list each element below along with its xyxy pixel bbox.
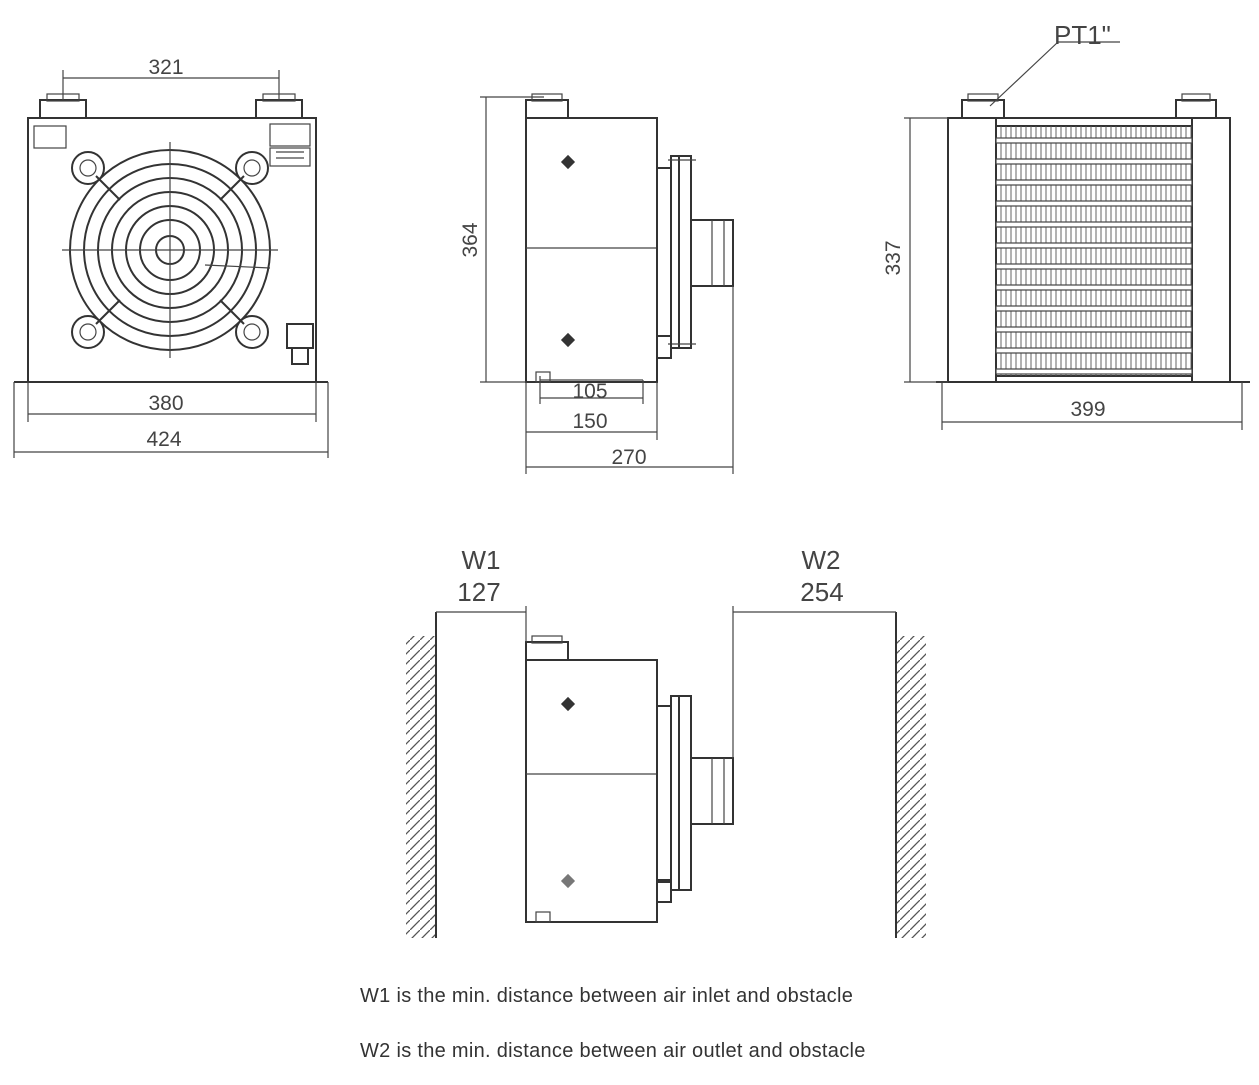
clearance-motor-flange <box>656 695 692 891</box>
clearance-view: W1 127 W2 254 <box>406 545 926 938</box>
fan-mount-bottom-right <box>235 315 269 349</box>
dim-rear-height-label: 337 <box>882 240 905 275</box>
fan-mount-top-left <box>71 151 105 185</box>
side-body <box>525 117 658 383</box>
w2-label: W2 <box>802 545 841 575</box>
w2-dimension: W2 254 <box>732 545 896 758</box>
side-view: 364 105 150 270 <box>459 93 734 474</box>
rear-port-right <box>1175 93 1217 119</box>
wall-left <box>406 636 436 938</box>
w1-value: 127 <box>457 577 500 607</box>
note-w2: W2 is the min. distance between air outl… <box>360 1040 866 1062</box>
dim-rear-width-label: 399 <box>1070 398 1105 421</box>
dim-side-b-label: 150 <box>572 410 607 433</box>
dim-body-width: 380 <box>27 382 317 422</box>
clearance-motor <box>690 757 734 825</box>
note-w1: W1 is the min. distance between air inle… <box>360 985 853 1007</box>
dim-rear-height: 337 <box>882 117 948 383</box>
w1-label: W1 <box>462 545 501 575</box>
port-label: PT1" <box>1054 20 1111 50</box>
front-warning-label <box>269 123 311 167</box>
dim-side-b: 150 <box>525 382 658 440</box>
dim-overall-width: 424 <box>13 382 329 458</box>
wall-right <box>896 636 926 938</box>
fan-mount-bottom-left <box>71 315 105 349</box>
motor <box>690 219 734 287</box>
dim-side-height-label: 364 <box>459 222 482 257</box>
dim-overall-width-label: 424 <box>146 428 181 451</box>
radiator-core <box>995 125 1193 377</box>
dim-side-depth-label: 270 <box>611 446 646 469</box>
front-label-plate-left <box>33 125 67 149</box>
dim-bolt-spacing-label: 321 <box>148 56 183 79</box>
dim-bolt-spacing: 321 <box>62 56 280 100</box>
clearance-inlet-boss <box>525 635 569 661</box>
side-marker-bottom <box>560 332 576 348</box>
dim-side-depth: 270 <box>525 286 734 474</box>
dim-body-width-label: 380 <box>148 392 183 415</box>
side-cable-gland <box>656 335 672 359</box>
rear-view: PT1" 337 399 <box>882 20 1250 430</box>
dim-side-height: 364 <box>459 96 544 383</box>
rear-port-left <box>961 93 1005 119</box>
fan-guard <box>62 142 278 358</box>
junction-box <box>286 323 314 365</box>
side-marker-top <box>560 154 576 170</box>
dim-side-a: 105 <box>539 376 644 404</box>
rear-body <box>947 117 1231 383</box>
dim-side-a-label: 105 <box>572 380 607 403</box>
w2-value: 254 <box>800 577 843 607</box>
w1-dimension: W1 127 <box>436 545 527 642</box>
dim-rear-width: 399 <box>941 382 1243 430</box>
motor-flange <box>656 155 696 349</box>
front-view: 321 380 424 <box>13 56 329 458</box>
port-callout: PT1" <box>989 20 1120 107</box>
clearance-unit-body <box>525 659 658 923</box>
fan-mount-top-right <box>235 151 269 185</box>
